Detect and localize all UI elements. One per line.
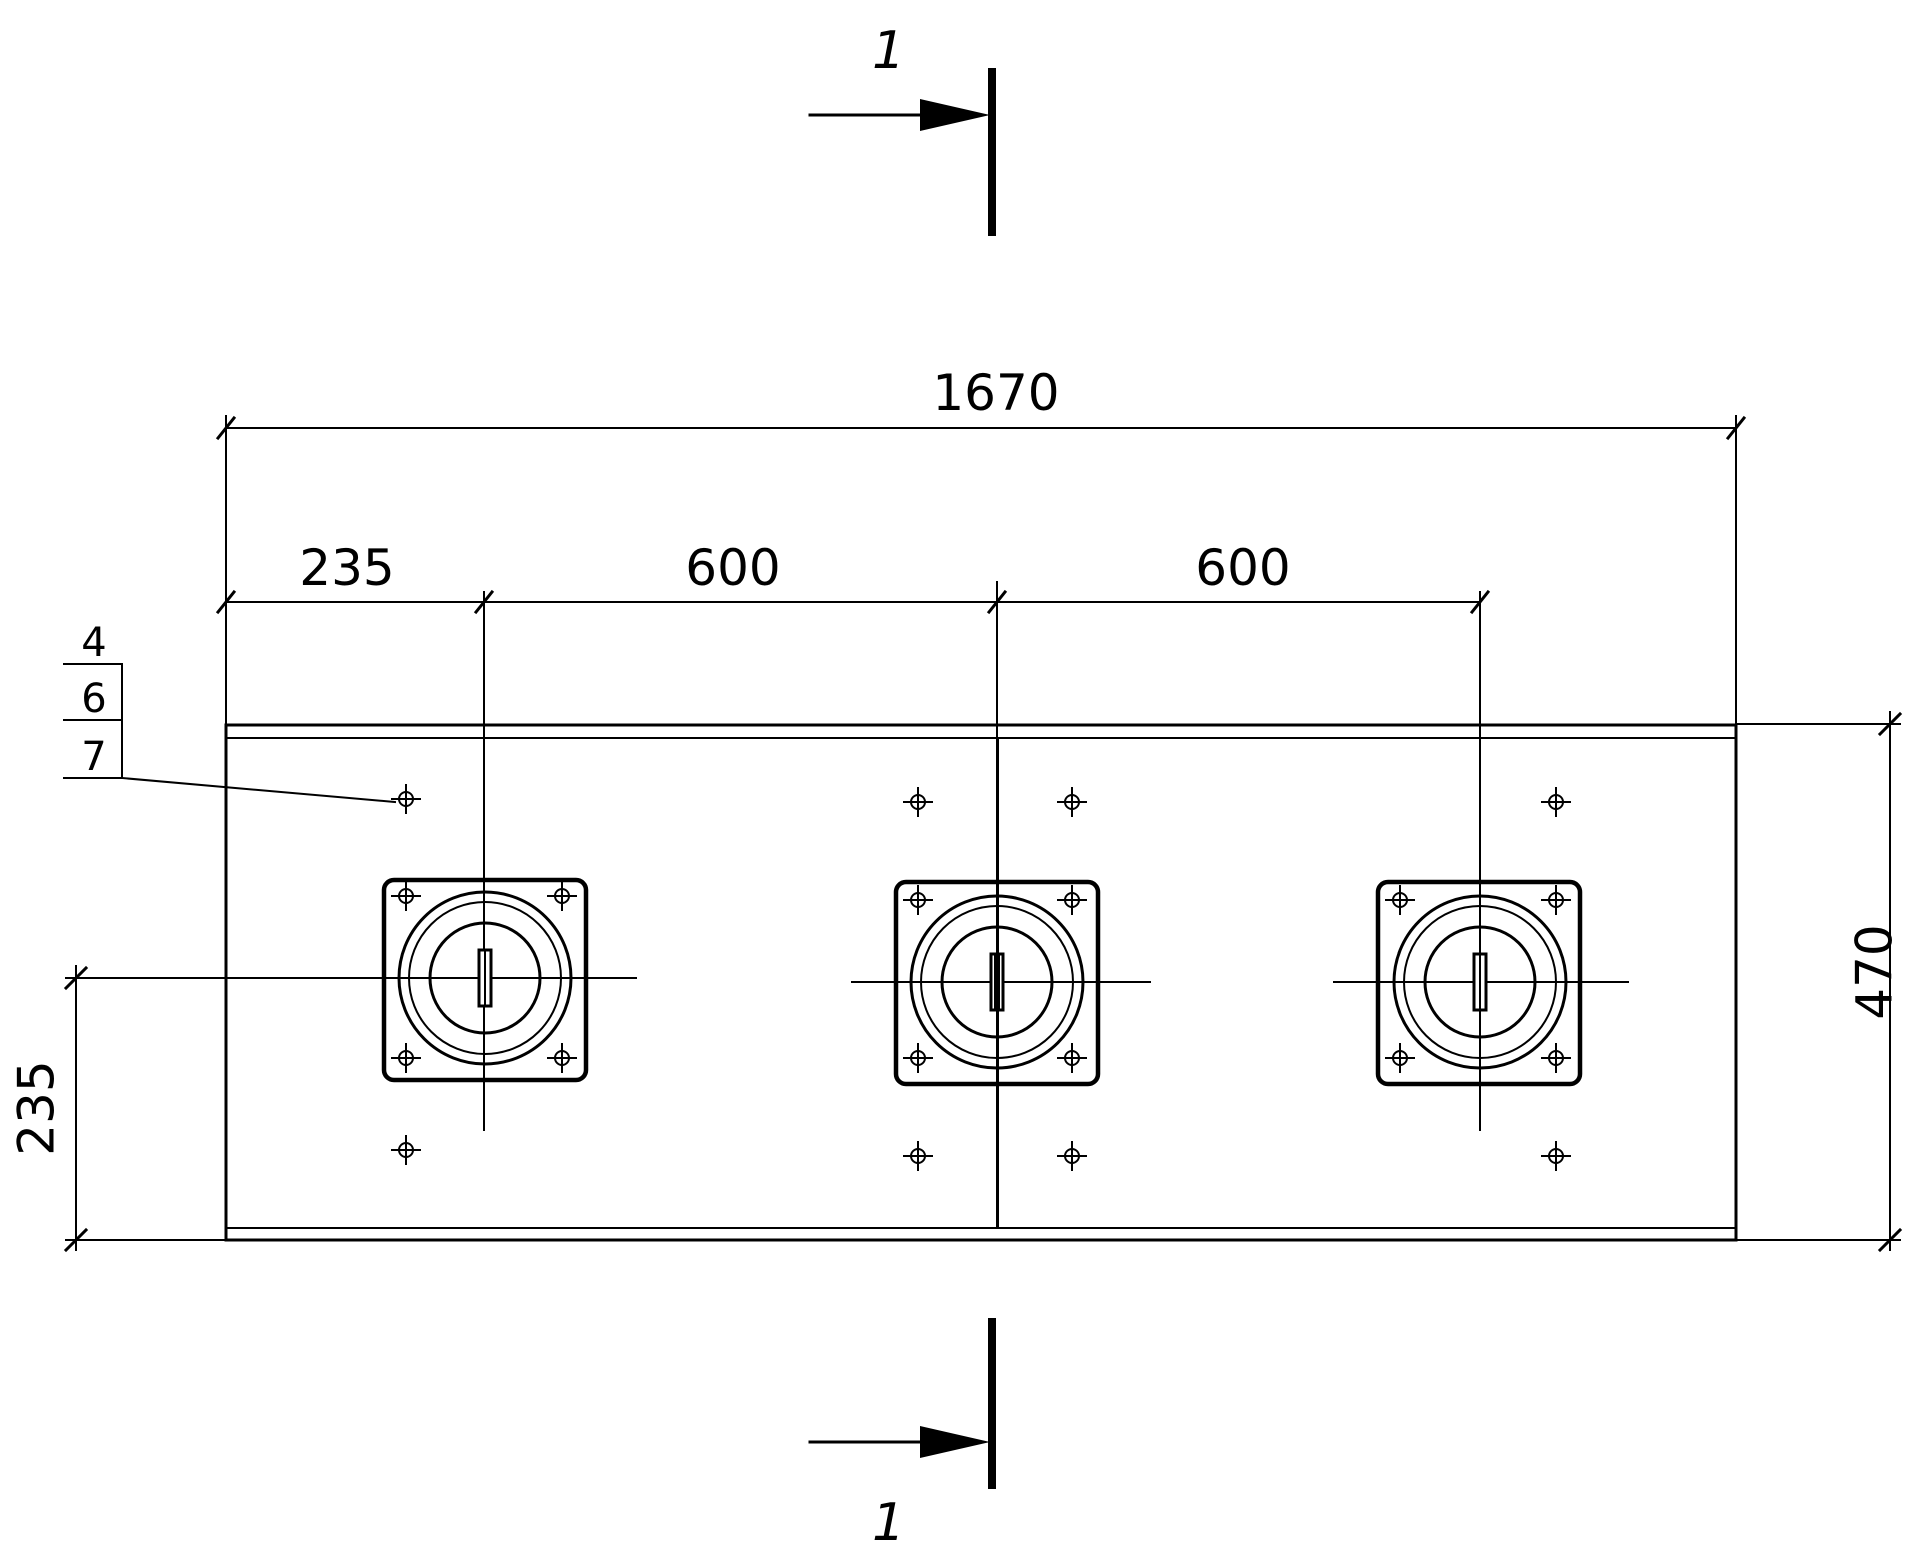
bolt-hole (903, 885, 933, 915)
mounting-unit-1 (381, 784, 589, 1165)
dim-text-spacing-1: 600 (685, 539, 780, 597)
callout-item-7: 7 (81, 734, 106, 780)
dimension-height: 470 (1735, 711, 1904, 1253)
bolt-hole (903, 1141, 933, 1171)
arrow-head-top (920, 99, 990, 131)
outer-ring (1392, 894, 1568, 1070)
dim-text-height: 470 (1846, 924, 1904, 1019)
base-plate (65, 581, 1738, 1242)
inner-ring (1403, 905, 1557, 1059)
flange-plate (1375, 879, 1583, 1087)
bore (940, 925, 1054, 1039)
bolt-hole (547, 1043, 577, 1073)
inner-ring (920, 905, 1074, 1059)
section-marker-top: 1 (808, 21, 996, 236)
inner-ring (408, 901, 562, 1055)
bolt-hole (391, 1135, 421, 1165)
bolt-hole (1057, 1141, 1087, 1171)
bolt-hole (1541, 787, 1571, 817)
bolt-hole (1541, 885, 1571, 915)
bolt-hole (391, 784, 421, 814)
bolt-hole (391, 881, 421, 911)
dimension-chain-top: 235 600 600 (215, 539, 1491, 615)
dimension-overall-width: 1670 (215, 364, 1747, 726)
bolt-hole (1385, 1043, 1415, 1073)
bolt-hole (391, 1043, 421, 1073)
dim-text-center-height: 235 (8, 1060, 66, 1155)
flange-plate (893, 879, 1101, 1087)
mounting-unit-3 (1375, 787, 1583, 1171)
section-label-bottom: 1 (872, 1493, 905, 1552)
callout-item-4: 4 (81, 620, 106, 666)
outer-ring (909, 894, 1085, 1070)
bolt-hole (1057, 885, 1087, 915)
bore (428, 921, 542, 1035)
bolt-hole (547, 881, 577, 911)
dim-text-overall: 1670 (932, 364, 1059, 422)
arrow-head-bottom (920, 1426, 990, 1458)
bore (1423, 925, 1537, 1039)
bolt-hole (1057, 1043, 1087, 1073)
bolt-hole (1541, 1141, 1571, 1171)
callout-item-6: 6 (81, 676, 106, 722)
dim-text-left-offset: 235 (299, 539, 394, 597)
bolt-hole (1385, 885, 1415, 915)
callout-part-numbers: 4 6 7 (63, 620, 397, 804)
dim-text-spacing-2: 600 (1195, 539, 1290, 597)
bolt-hole (903, 1043, 933, 1073)
section-marker-bottom: 1 (808, 1318, 996, 1552)
outer-ring (397, 890, 573, 1066)
bolt-hole (1541, 1043, 1571, 1073)
bolt-hole (903, 787, 933, 817)
flange-plate (381, 877, 589, 1083)
bolt-hole (1057, 787, 1087, 817)
dimension-center-height: 235 (8, 965, 227, 1253)
mounting-unit-2 (893, 787, 1101, 1171)
section-label-top: 1 (872, 21, 905, 81)
